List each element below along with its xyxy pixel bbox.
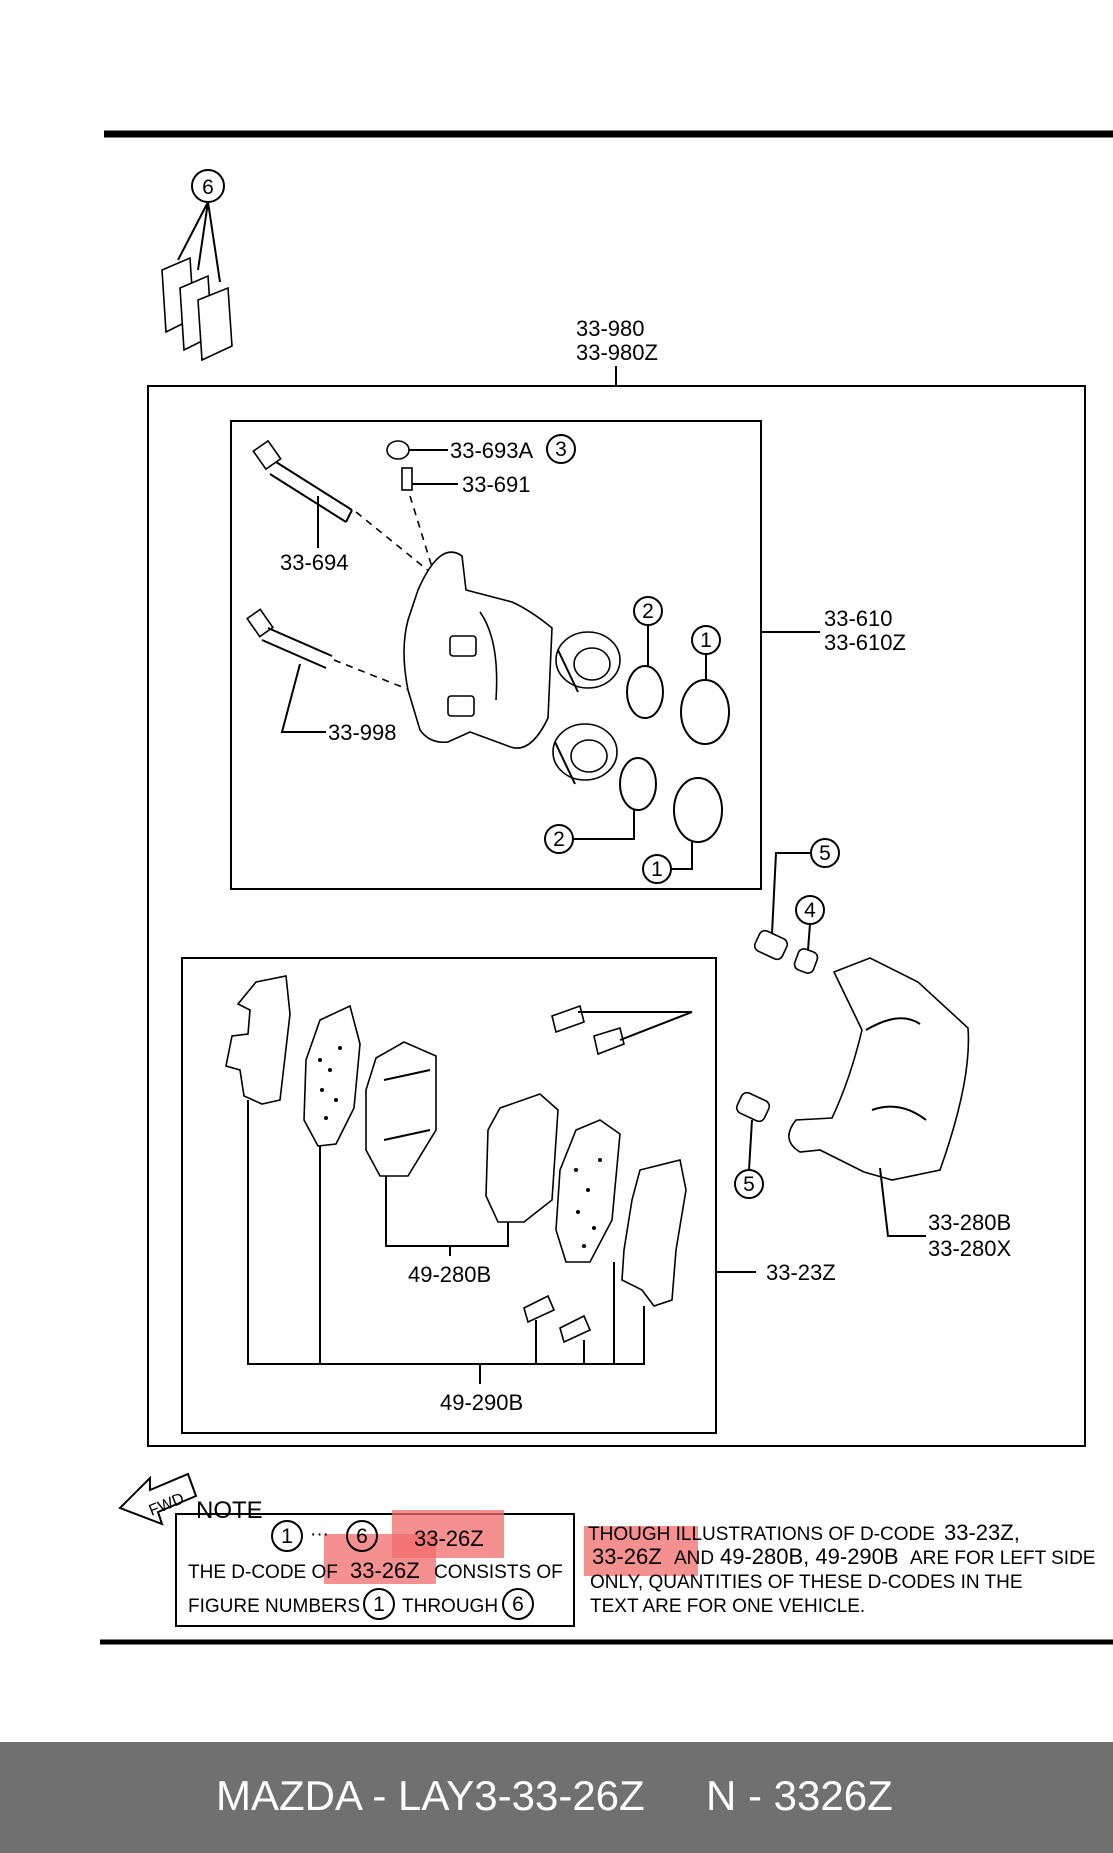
pin-boot-upper [753,929,789,961]
callout-1-lower: 1 [651,858,663,881]
note-box [175,1513,575,1627]
pad-box [181,957,717,1434]
note-line1-code: 33-26Z [350,1558,420,1583]
piston-upper [555,631,621,693]
callout-6-top: 6 [202,176,214,199]
pin-boot-lower [735,1091,771,1123]
parts-diagram: 6 33-980 33-980Z 33-610 33-610Z 33-693A … [100,130,1113,1645]
note-line1-prefix: THE D-CODE OF [188,1562,338,1583]
caliper-body [403,551,553,749]
note-line2-prefix: FIGURE NUMBERS [188,1596,360,1617]
guide-pin-upper [252,439,353,523]
callout-4: 4 [804,899,816,922]
label-33-998: 33-998 [328,720,397,745]
note-callout-6b: 6 [512,1593,524,1616]
note-right-line1-code: 33-23Z, [944,1520,1020,1545]
note-range-dots: ··· [310,1524,329,1545]
note-line2-through: THROUGH [402,1596,498,1617]
callout-5-lower: 5 [743,1173,755,1196]
label-33-980Z: 33-980Z [576,340,658,365]
note-code-top: 33-26Z [414,1526,484,1551]
note-highlight-code-line [324,1534,436,1584]
note-right-line2-and: AND [674,1548,714,1569]
fwd-label: FWD [147,1490,187,1519]
label-33-980: 33-980 [576,316,645,341]
note-right-line2-tail: ARE FOR LEFT SIDE [910,1548,1095,1569]
seal-2-lower [619,757,657,811]
label-49-290B: 49-290B [440,1390,523,1415]
note-right-line2-codes: 49-280B, 49-290B [720,1544,899,1569]
pad-inner-left [365,1041,437,1177]
pad-inner-right [485,1093,559,1223]
label-33-610: 33-610 [824,606,893,631]
piston-lower [552,723,618,785]
seal-2-upper [626,665,664,719]
caliper-box [230,420,762,890]
caption-bar: MAZDA - LAY3-33-26Z N - 3326Z [0,1742,1113,1853]
note-title: NOTE [196,1497,263,1524]
note-line1-suffix: CONSISTS OF [434,1562,563,1583]
label-33-694: 33-694 [280,550,349,575]
shim-left-outer [225,975,291,1105]
callout-5-upper: 5 [819,842,831,865]
caliper-bracket [788,957,970,1181]
outer-frame [147,385,1086,1447]
note-right-line4: TEXT ARE FOR ONE VEHICLE. [590,1596,865,1617]
callout-1-upper: 1 [700,629,712,652]
label-33-693A: 33-693A [450,438,534,463]
callout-2-lower: 2 [553,828,565,851]
boot-1-upper [680,679,730,745]
note-callout-1: 1 [281,1525,293,1548]
callout-3: 3 [555,438,567,461]
shim-kit-illustration: 6 [161,169,233,362]
fwd-arrow-icon: FWD [118,1472,198,1526]
guide-pin-lower [246,608,333,669]
shim-right-outer [621,1159,687,1307]
note-callout-1b: 1 [373,1593,385,1616]
shim-left-inner [303,1004,361,1147]
callout-2-upper: 2 [642,600,654,623]
boot-1-lower [673,777,723,843]
label-49-280B: 49-280B [408,1262,491,1287]
note-callout-6: 6 [356,1525,368,1548]
label-33-280X: 33-280X [928,1236,1012,1261]
note-right-line1: THOUGH ILLUSTRATIONS OF D-CODE [588,1524,935,1545]
label-33-691: 33-691 [462,472,531,497]
pin-sleeve [793,948,819,974]
label-33-610Z: 33-610Z [824,630,906,655]
footer-number: N - 3326Z [706,1772,893,1819]
label-33-280B: 33-280B [928,1210,1011,1235]
note-right-line3: ONLY, QUANTITIES OF THESE D-CODES IN THE [590,1572,1023,1593]
note-right-line2-code: 33-26Z [592,1544,662,1569]
label-33-23Z: 33-23Z [766,1260,836,1285]
footer-part-code: MAZDA - LAY3-33-26Z [216,1772,645,1819]
note-highlight-right [584,1526,698,1576]
